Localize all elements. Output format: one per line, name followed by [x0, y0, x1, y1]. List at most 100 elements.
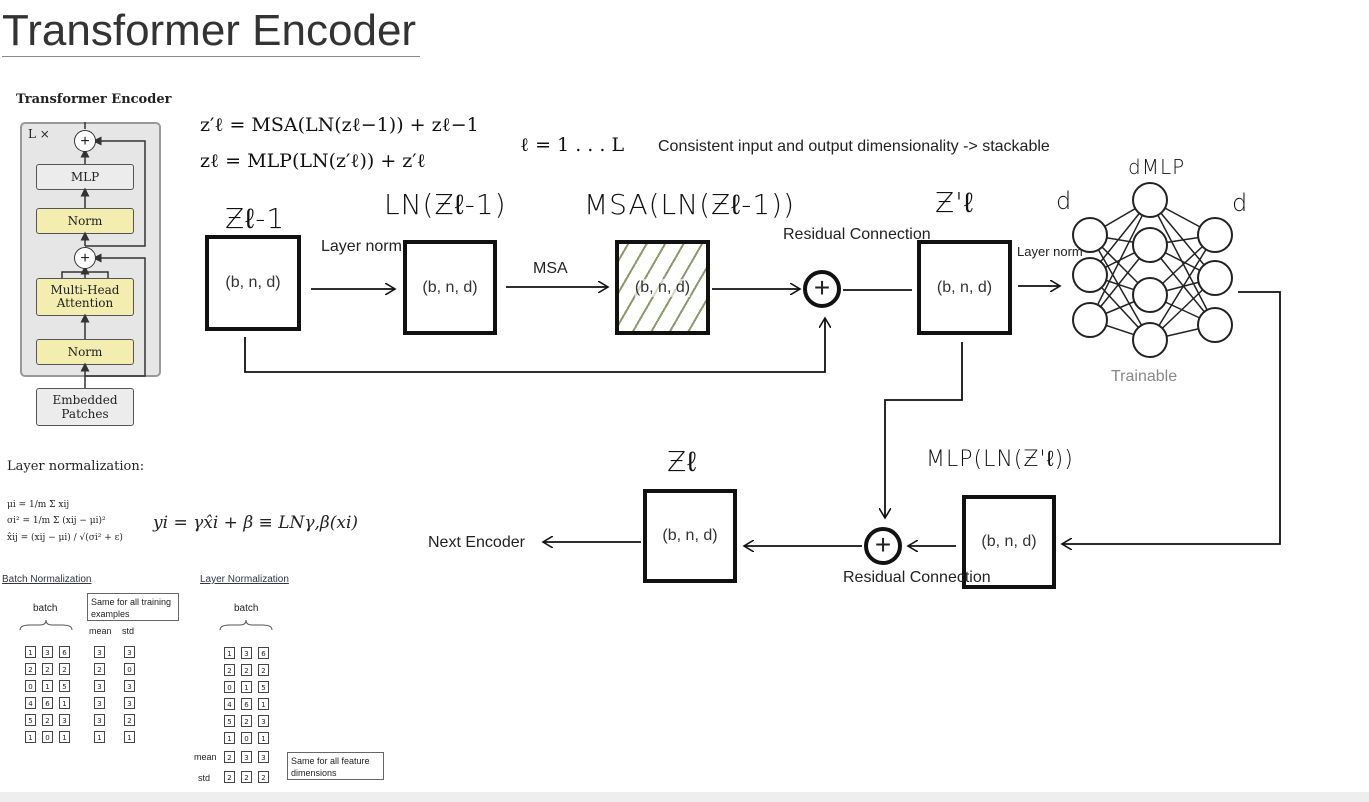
layer-norm-mean-cell: 3	[258, 751, 269, 763]
layer-norm-cell: 1	[241, 681, 252, 693]
sigma-formula: σi² = 1/m Σ (xij − μi)²	[7, 516, 106, 526]
layer-norm-std-cell: 2	[258, 771, 269, 783]
batch-norm-cell: 2	[42, 663, 53, 675]
batch-norm-std-cell: 3	[124, 697, 135, 709]
equation-mlp: zℓ = MLP(LN(z′ℓ)) + z′ℓ	[200, 150, 426, 172]
batch-norm-cell: 5	[25, 714, 36, 726]
msa-label: MSA	[533, 260, 568, 277]
batch-norm-cell: 2	[42, 714, 53, 726]
batch-norm-cell: 3	[42, 646, 53, 658]
batch-norm-title: Batch Normalization	[2, 574, 92, 585]
batch-norm-cell: 1	[25, 731, 36, 743]
thumbnail-plus-bottom: +	[74, 247, 96, 269]
page-title: Transformer Encoder	[2, 6, 421, 57]
batch-norm-cell: 2	[25, 663, 36, 675]
layer-norm-std-cell: 2	[224, 771, 235, 783]
batch-norm-mean-cell: 3	[94, 714, 105, 726]
equation-msa: z′ℓ = MSA(LN(zℓ−1)) + zℓ−1	[200, 114, 479, 136]
batch-norm-cell: 1	[25, 646, 36, 658]
z-prime-label: Ƶ'ℓ	[935, 186, 974, 219]
thumbnail-title: Transformer Encoder	[16, 92, 172, 107]
batch-norm-std-cell: 0	[124, 663, 135, 675]
batch-norm-std-cell: 2	[124, 714, 135, 726]
batch-norm-std-cell: 3	[124, 646, 135, 658]
msa-ln-label: MSA(LN(Ƶℓ-1))	[584, 188, 795, 221]
batch-norm-mean-cell: 2	[94, 663, 105, 675]
z-prime-box: (b, n, d)	[917, 240, 1012, 335]
batch-norm-std-label: std	[122, 626, 135, 636]
mlp-network-nodes	[1072, 182, 1233, 358]
thumbnail-connectors	[61, 122, 146, 388]
ln-z-label: LN(Ƶℓ-1)	[384, 188, 507, 221]
msa-output-shape: (b, n, d)	[634, 278, 691, 297]
batch-norm-mean-cell: 3	[94, 680, 105, 692]
d-mlp-label: dMLP	[1128, 155, 1186, 179]
input-tensor-box: (b, n, d)	[205, 235, 301, 331]
mlp-ln-label: MLP(LN(Ƶ'ℓ))	[926, 447, 1074, 472]
mlp-block: MLP	[36, 164, 134, 190]
msa-output-box: (b, n, d)	[615, 240, 710, 335]
layer-norm-cell: 3	[258, 715, 269, 727]
layer-norm-cell: 2	[258, 664, 269, 676]
layer-norm-cell: 2	[241, 715, 252, 727]
batch-norm-cell: 6	[59, 646, 70, 658]
mu-formula: μi = 1/m Σ xij	[7, 500, 70, 510]
layer-normalization-heading: Layer normalization:	[7, 459, 145, 474]
layer-norm-cell: 1	[258, 698, 269, 710]
layer-norm-table-title: Layer Normalization	[200, 574, 289, 585]
batch-norm-std-cell: 1	[124, 731, 135, 743]
layer-norm-cell: 2	[241, 664, 252, 676]
batch-norm-mean-cell: 3	[94, 646, 105, 658]
layer-norm-std-cell: 2	[241, 771, 252, 783]
batch-norm-cell: 2	[59, 663, 70, 675]
trainable-label: Trainable	[1111, 368, 1178, 385]
equation-range: ℓ = 1 . . . L	[520, 134, 625, 156]
norm-block-top: Norm	[36, 208, 134, 234]
layer-norm-cell: 1	[224, 732, 235, 744]
batch-norm-cell: 1	[59, 731, 70, 743]
attention-block: Multi-Head Attention	[36, 278, 134, 316]
batch-norm-cell: 1	[59, 697, 70, 709]
layer-norm-note: Same for all feature dimensions	[287, 752, 384, 780]
batch-norm-note: Same for all training examples	[87, 593, 179, 621]
output-tensor-box: (b, n, d)	[643, 489, 737, 583]
d-input-label: d	[1056, 187, 1073, 215]
layer-norm-cell: 5	[258, 681, 269, 693]
d-output-label: d	[1232, 189, 1249, 217]
normed-tensor-box: (b, n, d)	[403, 240, 497, 335]
mlp-network-edges	[1089, 199, 1216, 341]
layer-norm-cell: 1	[258, 732, 269, 744]
xhat-formula: x̂ij = (xij − μi) / √(σi² + ε)	[7, 533, 123, 543]
batch-norm-cell: 5	[59, 680, 70, 692]
norm-block-bottom: Norm	[36, 339, 134, 365]
batch-norm-cell: 1	[42, 680, 53, 692]
batch-norm-mean-cell: 3	[94, 697, 105, 709]
next-encoder-label: Next Encoder	[428, 534, 525, 551]
layer-norm-cell: 4	[224, 698, 235, 710]
batch-norm-mean-cell: 1	[94, 731, 105, 743]
batch-norm-cell: 3	[59, 714, 70, 726]
thumbnail-plus-top: +	[74, 130, 96, 152]
layer-norm-cell: 5	[224, 715, 235, 727]
embedded-patches-block: Embedded Patches	[36, 388, 134, 426]
residual-add-1: +	[803, 270, 841, 308]
z-out-label: Ƶℓ	[667, 445, 698, 478]
layer-norm-cell: 6	[241, 698, 252, 710]
batch-norm-batch-label: batch	[33, 603, 58, 614]
batch-norm-mean-label: mean	[89, 626, 112, 636]
footer-bar	[0, 792, 1369, 802]
residual-add-2: +	[864, 527, 902, 565]
z-prev-label: Ƶℓ-1	[225, 202, 286, 235]
layer-norm-cell: 0	[224, 681, 235, 693]
layer-norm-std-label: std	[198, 773, 211, 783]
layer-norm-equation: yi = γx̂i + β ≡ LNγ,β(xi)	[153, 513, 359, 533]
repeat-label: L ×	[28, 127, 50, 141]
batch-norm-cell: 6	[42, 697, 53, 709]
layer-norm-cell: 6	[258, 647, 269, 659]
layer-norm-cell: 1	[224, 647, 235, 659]
stackable-note: Consistent input and output dimensionali…	[658, 138, 1050, 155]
layer-norm-cell: 0	[241, 732, 252, 744]
layer-norm-cell: 3	[241, 647, 252, 659]
batch-norm-cell: 0	[25, 680, 36, 692]
